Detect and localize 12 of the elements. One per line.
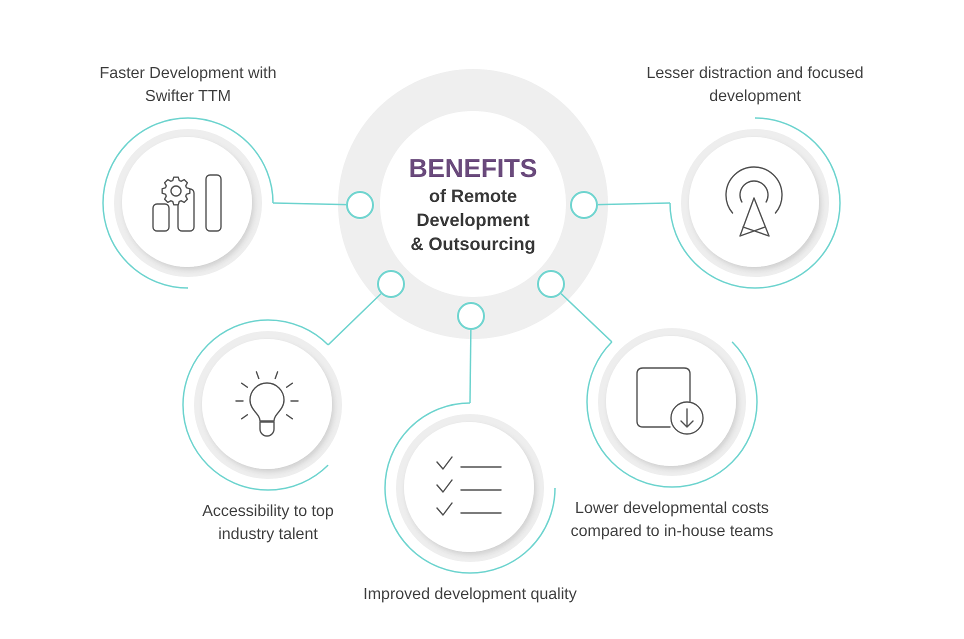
benefit-title: Lesser distraction and focused development bbox=[645, 64, 864, 107]
benefit-title: Lower developmental costs compared to in-house teams bbox=[570, 499, 774, 542]
hub-subtitle: of Remote Development & Outsourcing bbox=[410, 185, 536, 256]
hub-title: BENEFITS bbox=[408, 152, 538, 184]
connector-line bbox=[272, 202, 346, 206]
connector-line bbox=[560, 293, 612, 342]
connector-line bbox=[598, 202, 670, 206]
benefit-title: Accessibility to top industry talent bbox=[201, 502, 335, 545]
benefit-title: Improved development quality bbox=[363, 585, 577, 605]
connector-line bbox=[469, 330, 472, 403]
connector-line bbox=[328, 293, 382, 346]
benefit-title: Faster Development with Swifter TTM bbox=[98, 64, 278, 107]
